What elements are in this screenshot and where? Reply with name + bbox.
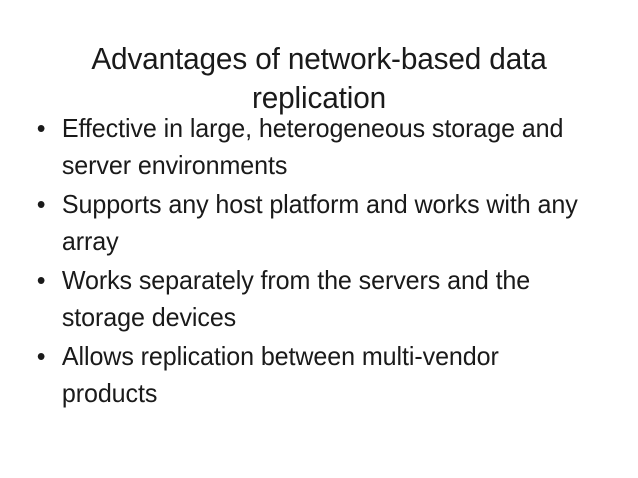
bullet-item: • Supports any host platform and works w… xyxy=(30,186,588,260)
bullet-item-label: Effective in large, heterogeneous storag… xyxy=(61,113,564,180)
bullet-item: • Effective in large, heterogeneous stor… xyxy=(30,110,588,184)
bullet-item-label: Supports any host platform and works wit… xyxy=(61,189,578,256)
bullet-point-icon: • xyxy=(36,265,46,295)
bullet-item: • Allows replication between multi-vendo… xyxy=(30,338,588,412)
bullet-item: • Works separately from the servers and … xyxy=(30,262,588,336)
bullet-item-label: Allows replication between multi-vendor … xyxy=(61,341,499,408)
slide-title: Advantages of network-based data replica… xyxy=(91,40,547,115)
bullet-point-icon: • xyxy=(36,113,46,143)
bullet-point-icon: • xyxy=(36,189,46,219)
bullet-point-icon: • xyxy=(36,341,46,371)
bullet-list: • Effective in large, heterogeneous stor… xyxy=(30,110,608,414)
bullet-item-label: Works separately from the servers and th… xyxy=(61,265,531,332)
